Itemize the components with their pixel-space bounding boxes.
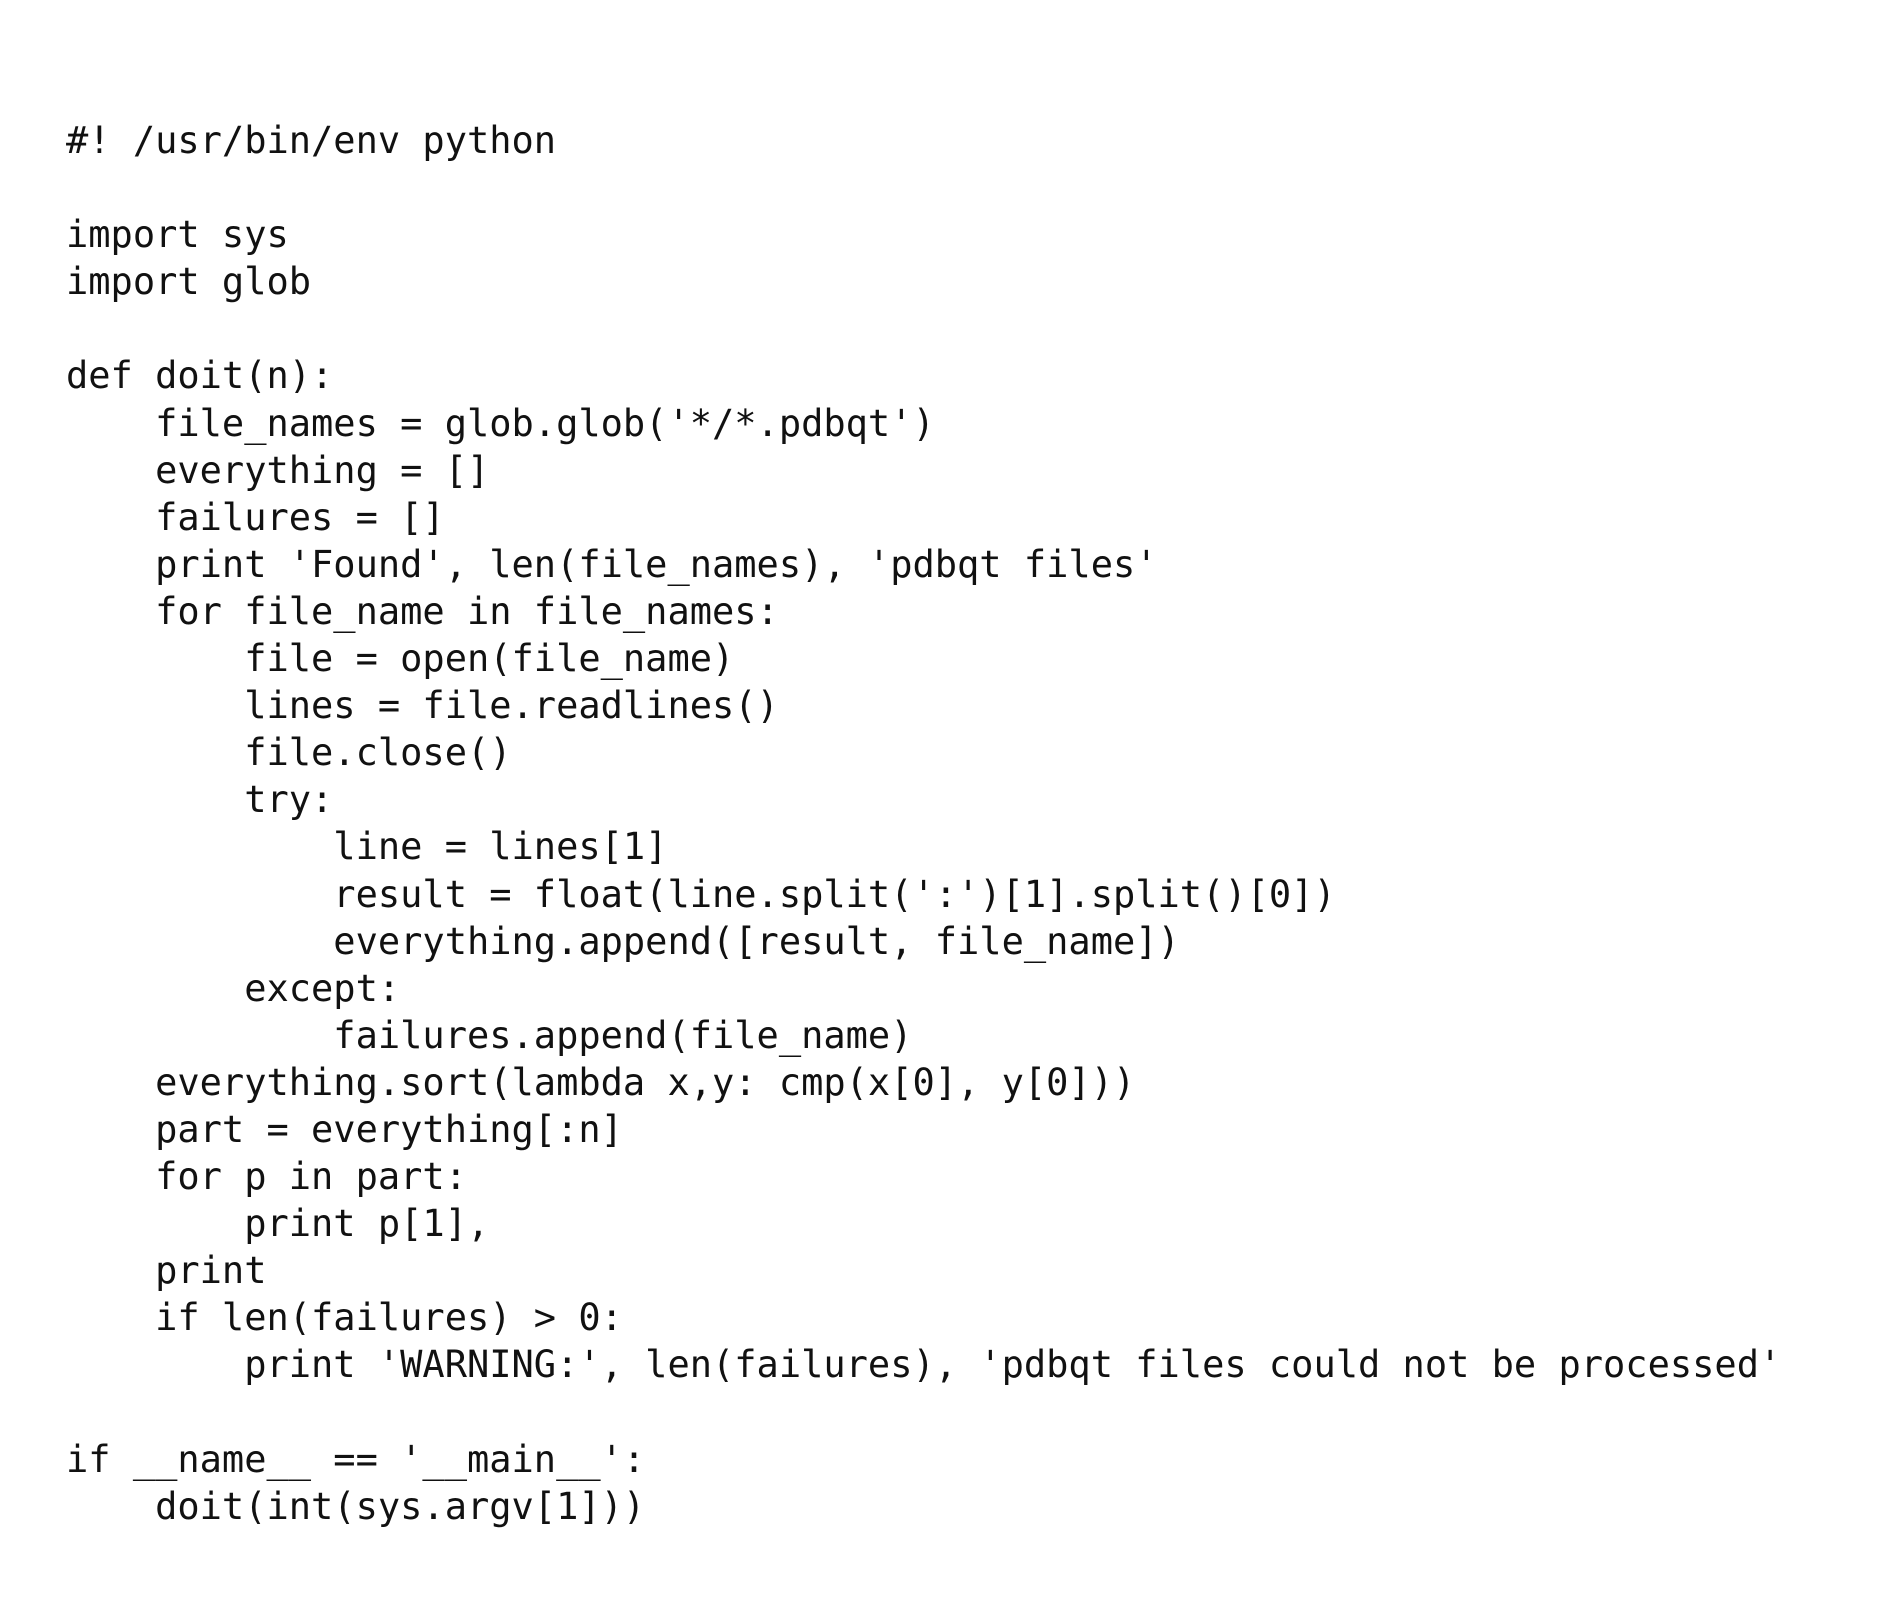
- code-line: doit(int(sys.argv[1])): [66, 1484, 646, 1528]
- code-line: import sys: [66, 213, 289, 257]
- code-line: print 'WARNING:', len(failures), 'pdbqt …: [66, 1343, 1782, 1387]
- code-line: try:: [66, 778, 334, 822]
- code-line: if __name__ == '__main__':: [66, 1437, 646, 1481]
- code-line: everything.sort(lambda x,y: cmp(x[0], y[…: [66, 1060, 1136, 1104]
- code-line: part = everything[:n]: [66, 1107, 623, 1151]
- code-line: everything.append([result, file_name]): [66, 919, 1180, 963]
- code-line: file.close(): [66, 731, 512, 775]
- code-line: [66, 1389, 1781, 1436]
- code-line: import glob: [66, 260, 312, 304]
- code-line: file_names = glob.glob('*/*.pdbqt'): [66, 401, 935, 445]
- code-line: def doit(n):: [66, 354, 334, 398]
- code-line: [66, 164, 1781, 211]
- code-line: [66, 305, 1781, 352]
- code-line: print p[1],: [66, 1202, 490, 1246]
- code-line: print: [66, 1249, 267, 1293]
- code-line: everything = []: [66, 448, 490, 492]
- code-line: failures = []: [66, 495, 445, 539]
- code-line: for p in part:: [66, 1155, 467, 1199]
- code-line: if len(failures) > 0:: [66, 1296, 623, 1340]
- code-line: failures.append(file_name): [66, 1013, 913, 1057]
- code-line: print 'Found', len(file_names), 'pdbqt f…: [66, 542, 1158, 586]
- code-line: except:: [66, 966, 401, 1010]
- code-line: result = float(line.split(':')[1].split(…: [66, 872, 1336, 916]
- code-line: file = open(file_name): [66, 637, 735, 681]
- code-line: line = lines[1]: [66, 825, 668, 869]
- code-line: for file_name in file_names:: [66, 589, 779, 633]
- code-line: #! /usr/bin/env python: [66, 119, 557, 162]
- code-line: lines = file.readlines(): [66, 684, 779, 728]
